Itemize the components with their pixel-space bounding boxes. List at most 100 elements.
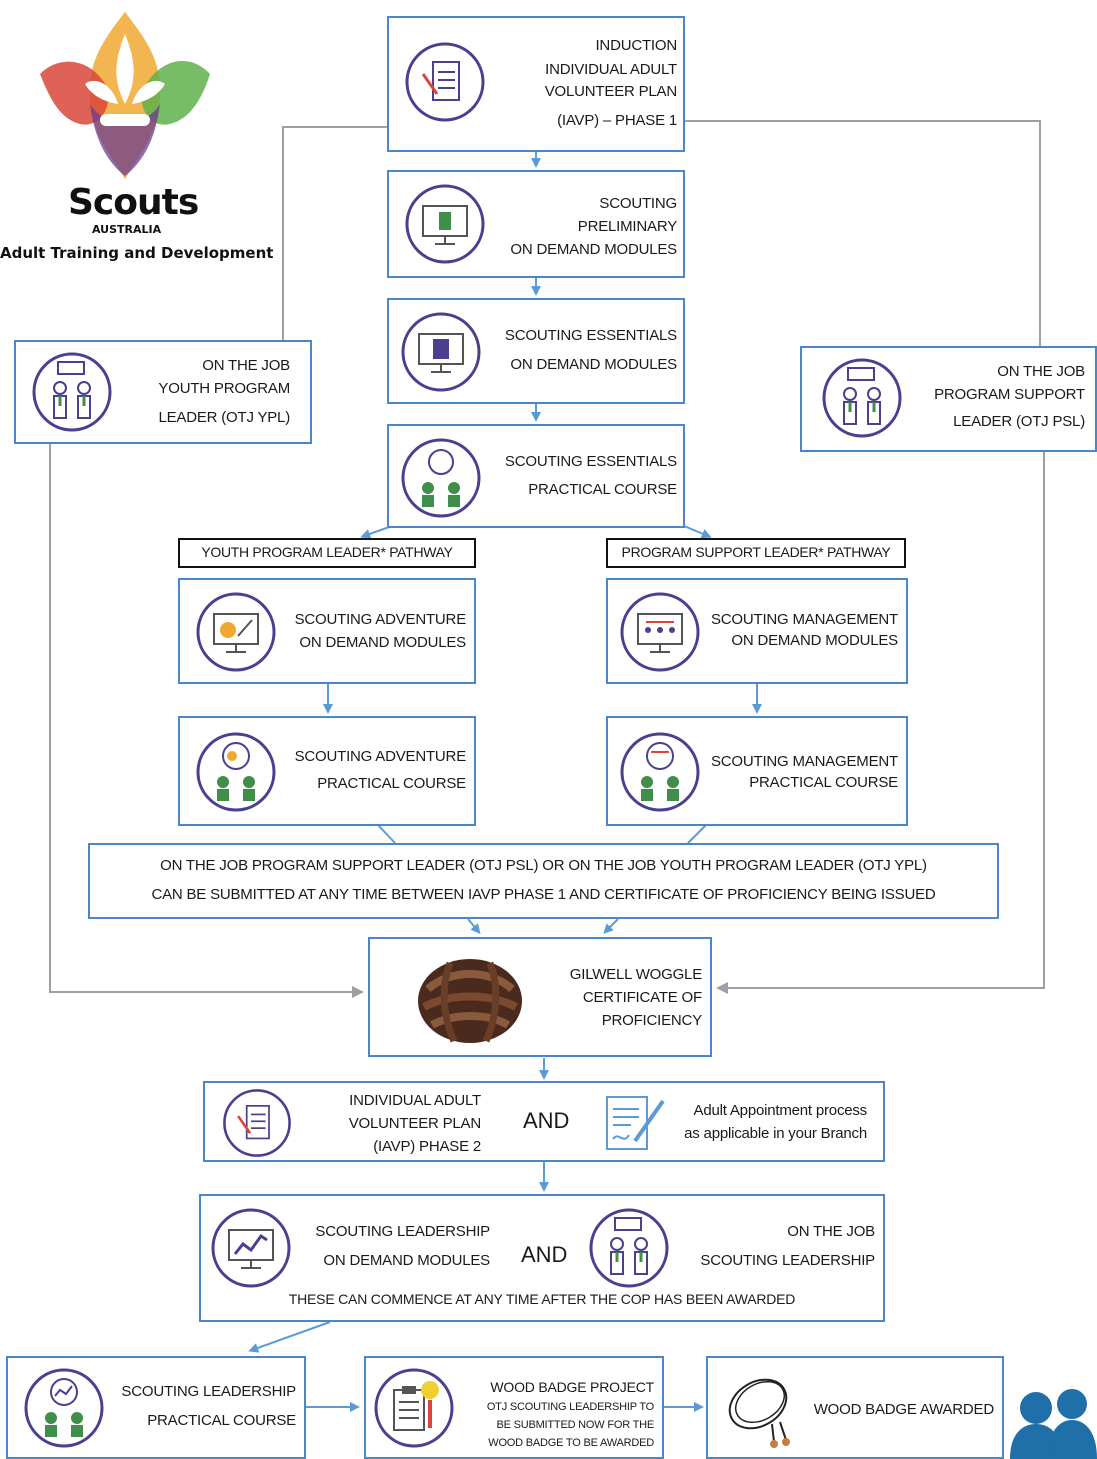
adventure-od-line-2: ON DEMAND MODULES: [299, 634, 466, 651]
otj-psl-line-2: PROGRAM SUPPORT: [934, 386, 1085, 403]
step-leadership-practical: SCOUTING LEADERSHIP PRACTICAL COURSE: [6, 1356, 306, 1459]
otj-ypl-line-2: YOUTH PROGRAM: [158, 380, 290, 397]
monitor-icon: [401, 312, 481, 392]
management-pc-line-2: PRACTICAL COURSE: [749, 774, 898, 791]
wood-badge-beads-icon: [728, 1378, 790, 1448]
step-otj-psl: ON THE JOB PROGRAM SUPPORT LEADER (OTJ P…: [800, 346, 1097, 452]
otj-leaders-icon: [32, 352, 112, 432]
adventure-pc-line-1: SCOUTING ADVENTURE: [294, 748, 467, 765]
step-otj-ypl: ON THE JOB YOUTH PROGRAM LEADER (OTJ YPL…: [14, 340, 312, 444]
otj-note-line-2: CAN BE SUBMITTED AT ANY TIME BETWEEN IAV…: [151, 886, 936, 903]
step-iavp-phase-2: INDIVIDUAL ADULT VOLUNTEER PLAN (IAVP) P…: [203, 1081, 885, 1162]
step-scouting-leadership: SCOUTING LEADERSHIP ON DEMAND MODULES AN…: [199, 1194, 885, 1322]
appointment-line-1: Adult Appointment process: [693, 1102, 868, 1119]
logo-subtitle: Adult Training and Development: [0, 244, 274, 262]
essentials-pc-line-2: PRACTICAL COURSE: [528, 481, 677, 498]
step-adventure-on-demand: SCOUTING ADVENTURE ON DEMAND MODULES: [178, 578, 476, 684]
connector-adventure-to-note: [377, 824, 396, 844]
connector-management-to-note: [687, 824, 707, 844]
management-od-line-1: SCOUTING MANAGEMENT: [710, 611, 898, 628]
checklist-icon: [405, 42, 485, 122]
connector-otj-psl-to-gilwell: [716, 451, 1045, 994]
induction-line-4: (IAVP) – PHASE 1: [557, 112, 677, 129]
and-label-2: AND: [521, 1242, 568, 1267]
connector-otj-psl-branch: [684, 120, 1041, 346]
leadership-pc-line-2: PRACTICAL COURSE: [147, 1412, 296, 1429]
adventure-od-line-1: SCOUTING ADVENTURE: [294, 611, 467, 628]
preliminary-line-1: SCOUTING: [599, 195, 677, 212]
otj-psl-line-1: ON THE JOB: [997, 363, 1085, 380]
induction-line-3: VOLUNTEER PLAN: [544, 83, 677, 100]
monitor-icon: [196, 592, 276, 672]
step-essentials-practical: SCOUTING ESSENTIALS PRACTICAL COURSE: [387, 424, 685, 528]
leadership-od-line-2: ON DEMAND MODULES: [323, 1252, 490, 1269]
and-label-1: AND: [523, 1108, 570, 1133]
otj-ypl-line-1: ON THE JOB: [202, 357, 290, 374]
wood-badge-project-line-3: BE SUBMITTED NOW FOR THE: [496, 1419, 654, 1431]
otj-leadership-line-2: SCOUTING LEADERSHIP: [700, 1252, 875, 1269]
step-preliminary: SCOUTING PRELIMINARY ON DEMAND MODULES: [387, 170, 685, 278]
step-essentials-on-demand: SCOUTING ESSENTIALS ON DEMAND MODULES: [387, 298, 685, 404]
essentials-od-line-1: SCOUTING ESSENTIALS: [504, 327, 677, 344]
step-management-on-demand: SCOUTING MANAGEMENT ON DEMAND MODULES: [606, 578, 908, 684]
otj-ypl-line-3: LEADER (OTJ YPL): [158, 409, 290, 426]
psl-pathway-header: PROGRAM SUPPORT LEADER* PATHWAY: [606, 538, 906, 568]
arrow-note-to-gilwell-left: [467, 918, 481, 935]
logo-brand-text: Scouts: [68, 182, 199, 223]
group-icon: [196, 732, 276, 812]
monitor-icon: [211, 1208, 291, 1288]
scouts-logo: Scouts: [30, 4, 220, 223]
otj-leaders-icon: [822, 358, 902, 438]
step-wood-badge-project: WOOD BADGE PROJECT OTJ SCOUTING LEADERSH…: [364, 1356, 664, 1459]
step-wood-badge-awarded: WOOD BADGE AWARDED: [706, 1356, 1004, 1459]
connector-otj-ypl-to-gilwell: [49, 443, 364, 998]
step-induction: INDUCTION INDIVIDUAL ADULT VOLUNTEER PLA…: [387, 16, 685, 152]
step-adventure-practical: SCOUTING ADVENTURE PRACTICAL COURSE: [178, 716, 476, 826]
checklist-icon: [223, 1089, 291, 1157]
ypl-pathway-header: YOUTH PROGRAM LEADER* PATHWAY: [178, 538, 476, 568]
iavp2-line-2: VOLUNTEER PLAN: [348, 1115, 481, 1132]
arrow-note-to-gilwell-right: [603, 918, 619, 934]
otj-leaders-icon: [589, 1208, 669, 1288]
arrow-to-psl-pathway: [683, 525, 712, 539]
group-icon: [24, 1368, 104, 1448]
woggle-icon: [418, 959, 522, 1043]
wood-badge-project-line-1: WOOD BADGE PROJECT: [490, 1379, 654, 1395]
step-management-practical: SCOUTING MANAGEMENT PRACTICAL COURSE: [606, 716, 908, 826]
scout-silhouettes-icon: [1010, 1389, 1097, 1459]
leadership-od-line-1: SCOUTING LEADERSHIP: [315, 1223, 490, 1240]
gilwell-line-3: PROFICIENCY: [601, 1012, 703, 1029]
gilwell-line-1: GILWELL WOGGLE: [569, 966, 702, 983]
signed-document-icon: [606, 1096, 665, 1150]
induction-line-2: INDIVIDUAL ADULT: [545, 61, 677, 78]
adventure-pc-line-2: PRACTICAL COURSE: [317, 775, 466, 792]
group-icon: [401, 438, 481, 518]
wood-badge-awarded-label: WOOD BADGE AWARDED: [813, 1401, 995, 1418]
logo-country-text: AUSTRALIA: [92, 223, 162, 236]
leadership-pc-line-1: SCOUTING LEADERSHIP: [121, 1383, 296, 1400]
arrow-leadership-to-practical: [248, 1321, 331, 1353]
iavp2-line-1: INDIVIDUAL ADULT: [349, 1092, 481, 1109]
gilwell-line-2: CERTIFICATE OF: [582, 989, 702, 1006]
monitor-icon: [620, 592, 700, 672]
iavp2-line-3: (IAVP) PHASE 2: [373, 1138, 481, 1155]
group-icon: [620, 732, 700, 812]
fleur-de-lis-logo-mark: [40, 12, 210, 179]
monitor-icon: [405, 184, 485, 264]
otj-leadership-line-1: ON THE JOB: [787, 1223, 875, 1240]
otj-psl-line-3: LEADER (OTJ PSL): [953, 413, 1085, 430]
connector-otj-ypl-branch: [282, 126, 388, 340]
clipboard-lightbulb-icon: [374, 1368, 454, 1448]
wood-badge-project-line-2: OTJ SCOUTING LEADERSHIP TO: [486, 1401, 654, 1413]
essentials-pc-line-1: SCOUTING ESSENTIALS: [504, 453, 677, 470]
preliminary-line-3: ON DEMAND MODULES: [510, 241, 677, 258]
management-od-line-2: ON DEMAND MODULES: [731, 632, 898, 649]
management-pc-line-1: SCOUTING MANAGEMENT: [710, 753, 898, 770]
otj-note-line-1: ON THE JOB PROGRAM SUPPORT LEADER (OTJ P…: [160, 857, 927, 874]
step-gilwell-woggle: GILWELL WOGGLE CERTIFICATE OF PROFICIENC…: [368, 937, 712, 1057]
preliminary-line-2: PRELIMINARY: [577, 218, 677, 235]
essentials-od-line-2: ON DEMAND MODULES: [510, 356, 677, 373]
leadership-note: THESE CAN COMMENCE AT ANY TIME AFTER THE…: [288, 1291, 796, 1307]
wood-badge-project-line-4: WOOD BADGE TO BE AWARDED: [488, 1437, 654, 1449]
